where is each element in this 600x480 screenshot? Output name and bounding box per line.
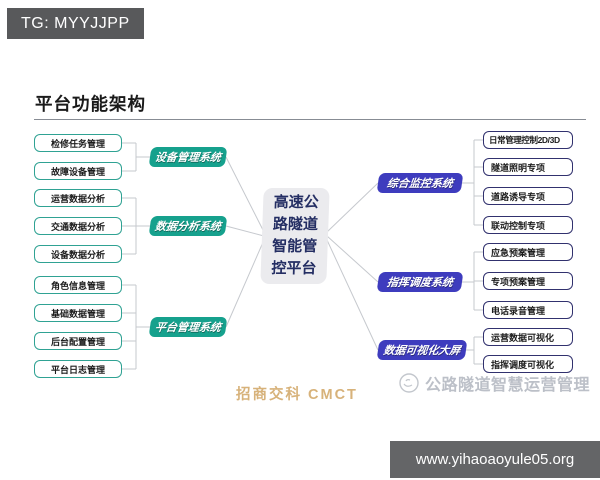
right-item-box: 联动控制专项 [483,216,573,234]
system-pill-dispatch: 指挥调度系统 [376,272,464,292]
watermark: 公路隧道智慧运营管理 [398,371,590,395]
system-pill-dashboard: 数据可视化大屏 [376,340,468,360]
right-item-box: 隧道照明专项 [483,158,573,176]
left-item-box: 运营数据分析 [34,189,122,207]
right-item-box: 应急预案管理 [483,243,573,261]
right-item-box: 专项预案管理 [483,272,573,290]
brand-logo-text: 招商交科 CMCT [236,387,358,403]
left-item-box: 交通数据分析 [34,217,122,235]
title-divider [34,119,586,120]
system-pill-monitoring: 综合监控系统 [376,173,464,193]
right-item-box: 道路诱导专项 [483,187,573,205]
url-bar: www.yihaoaoyule05.org [390,441,600,478]
page-title: 平台功能架构 [35,94,146,114]
wechat-logo-icon [398,372,420,394]
left-item-box: 后台配置管理 [34,332,122,350]
system-pill-data-analysis: 数据分析系统 [148,216,228,236]
left-item-box: 角色信息管理 [34,276,122,294]
left-item-box: 设备数据分析 [34,245,122,263]
left-item-box: 故障设备管理 [34,162,122,180]
system-pill-platform-mgmt: 平台管理系统 [148,317,228,337]
left-item-box: 平台日志管理 [34,360,122,378]
tg-badge: TG: MYYJJPP [7,8,144,39]
system-pill-equipment-mgmt: 设备管理系统 [148,147,228,167]
right-item-box: 日常管理控制2D/3D [483,131,573,149]
right-item-box: 指挥调度可视化 [483,355,573,373]
right-item-box: 电话录音管理 [483,301,573,319]
watermark-text: 公路隧道智慧运营管理 [425,377,591,394]
center-platform-node: 高速公 路隧道 智能管 控平台 [260,188,330,284]
left-item-box: 基础数据管理 [34,304,122,322]
left-item-box: 检修任务管理 [34,134,122,152]
right-item-box: 运营数据可视化 [483,328,573,346]
